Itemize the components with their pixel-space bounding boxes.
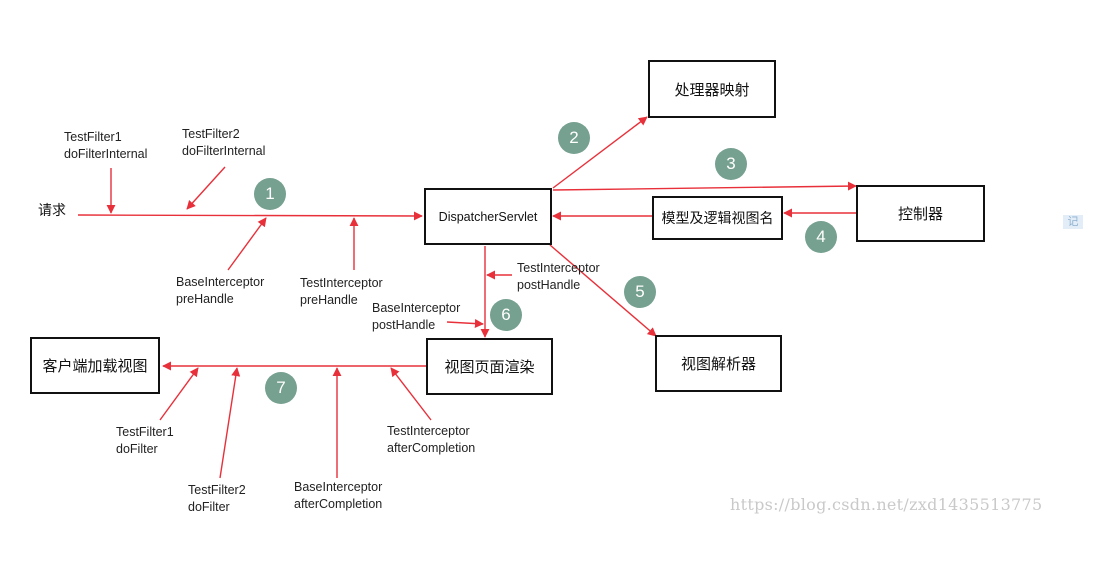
controller-box: 控制器 bbox=[856, 185, 985, 242]
model-view-name-box: 模型及逻辑视图名 bbox=[652, 196, 783, 240]
step-3-badge: 3 bbox=[715, 148, 747, 180]
request-label: 请求 bbox=[38, 203, 66, 219]
base-pre-label: BaseInterceptor preHandle bbox=[176, 275, 265, 306]
model-view-name-label: 模型及逻辑视图名 bbox=[661, 211, 774, 227]
view-render-box: 视图页面渲染 bbox=[426, 338, 553, 395]
base-after-label: BaseInterceptor afterCompletion bbox=[294, 480, 383, 511]
step-5-badge: 5 bbox=[624, 276, 656, 308]
handler-mapping-box: 处理器映射 bbox=[648, 60, 776, 118]
dispatcher-servlet-box: DispatcherServlet bbox=[424, 188, 552, 245]
to-controller-arrow bbox=[552, 181, 857, 191]
test-filter2-internal-label: TestFilter2 doFilterInternal bbox=[182, 127, 266, 158]
request-arrow bbox=[77, 211, 423, 221]
handler-mapping-label: 处理器映射 bbox=[674, 80, 750, 99]
view-resolver-box: 视图解析器 bbox=[655, 335, 782, 392]
to-view-resolver-arrow bbox=[549, 244, 657, 337]
step-4-badge: 4 bbox=[805, 221, 837, 253]
filter2-pointer bbox=[219, 367, 241, 479]
test-filter2-label: TestFilter2 doFilter bbox=[188, 483, 246, 514]
controller-label: 控制器 bbox=[897, 205, 943, 223]
filter2-internal-pointer bbox=[186, 166, 226, 210]
view-resolver-label: 视图解析器 bbox=[680, 355, 756, 373]
step-2-badge: 2 bbox=[558, 122, 590, 154]
side-note-icon[interactable]: 记 bbox=[1063, 215, 1083, 229]
watermark-url: https://blog.csdn.net/zxd1435513775 bbox=[730, 495, 1043, 514]
step-1-badge: 1 bbox=[254, 178, 286, 210]
to-handler-mapping-arrow bbox=[552, 116, 648, 189]
client-view-label: 客户端加载视图 bbox=[42, 357, 148, 375]
view-render-label: 视图页面渲染 bbox=[444, 358, 535, 376]
client-view-box: 客户端加载视图 bbox=[30, 337, 160, 394]
base-pre-pointer bbox=[227, 217, 267, 271]
test-filter1-internal-label: TestFilter1 doFilterInternal bbox=[64, 130, 148, 161]
base-post-label: BaseInterceptor postHandle bbox=[372, 301, 461, 332]
dispatcher-servlet-label: DispatcherServlet bbox=[438, 209, 538, 224]
step-7-badge: 7 bbox=[265, 372, 297, 404]
test-post-label: TestInterceptor postHandle bbox=[517, 261, 600, 292]
test-pre-label: TestInterceptor preHandle bbox=[300, 276, 383, 307]
test-filter1-label: TestFilter1 doFilter bbox=[116, 425, 174, 456]
base-post-pointer bbox=[446, 319, 484, 329]
test-after-pointer bbox=[390, 367, 432, 421]
test-after-label: TestInterceptor afterCompletion bbox=[387, 424, 476, 455]
filter1-pointer bbox=[159, 367, 199, 421]
step-6-badge: 6 bbox=[490, 299, 522, 331]
